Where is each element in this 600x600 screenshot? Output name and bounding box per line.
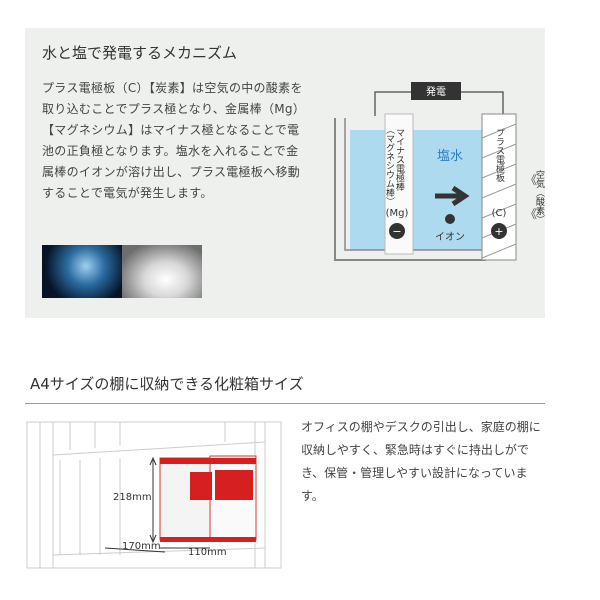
product-box <box>159 455 257 542</box>
battery-diagram: 発電 マイナス電極棒 （マグネシウム棒） (Mg) − 塩水 イオン プラス電極… <box>334 82 545 261</box>
size-title: A4サイズの棚に収納できる化粧箱サイズ <box>30 375 304 393</box>
minus-electrode-sublabel: （マグネシウム棒） <box>384 125 395 206</box>
size-description: オフィスの棚やデスクの引出し、家庭の棚に収納しやすく、緊急時はすぐに持出しができ… <box>301 420 541 503</box>
minus-icon <box>389 223 405 239</box>
mechanism-description: プラス電極板（C）【炭素】は空気の中の酸素を取り込むことでプラス極となり、金属棒… <box>42 81 303 200</box>
mechanism-title: 水と塩で発電するメカニズム <box>42 44 238 62</box>
plus-electrode-label: プラス電極板 <box>494 128 505 183</box>
salt-water-label: 塩水 <box>437 149 463 164</box>
generation-label: 発電 <box>426 85 446 98</box>
air-arrow-icon: 《 <box>525 207 537 221</box>
ion-dot <box>445 214 455 224</box>
generation-label-box <box>411 82 461 100</box>
minus-electrode-label: マイナス電極棒 <box>394 128 405 192</box>
water-photo <box>42 245 122 298</box>
air-label: 空気（酸素） <box>534 169 545 224</box>
plus-icon <box>491 223 507 239</box>
divider <box>25 403 545 404</box>
depth-dimension: 170mm <box>122 541 161 552</box>
ion-label: イオン <box>435 231 465 243</box>
mg-label: (Mg) <box>386 208 409 219</box>
air-arrow-icon: 《 <box>525 173 537 187</box>
svg-text:−: − <box>392 225 401 238</box>
mechanism-panel: 水と塩で発電するメカニズム プラス電極板（C）【炭素】は空気の中の酸素を取り込む… <box>25 28 545 318</box>
salt-water <box>350 130 485 250</box>
salt-photo <box>122 245 202 298</box>
c-label: (C) <box>492 208 507 219</box>
height-dimension: 218mm <box>113 492 152 503</box>
shelf-illustration: 218mm 110mm 170mm <box>25 420 283 570</box>
svg-text:+: + <box>494 225 503 238</box>
arrow-right-icon <box>435 185 470 207</box>
width-dimension: 110mm <box>188 547 227 558</box>
